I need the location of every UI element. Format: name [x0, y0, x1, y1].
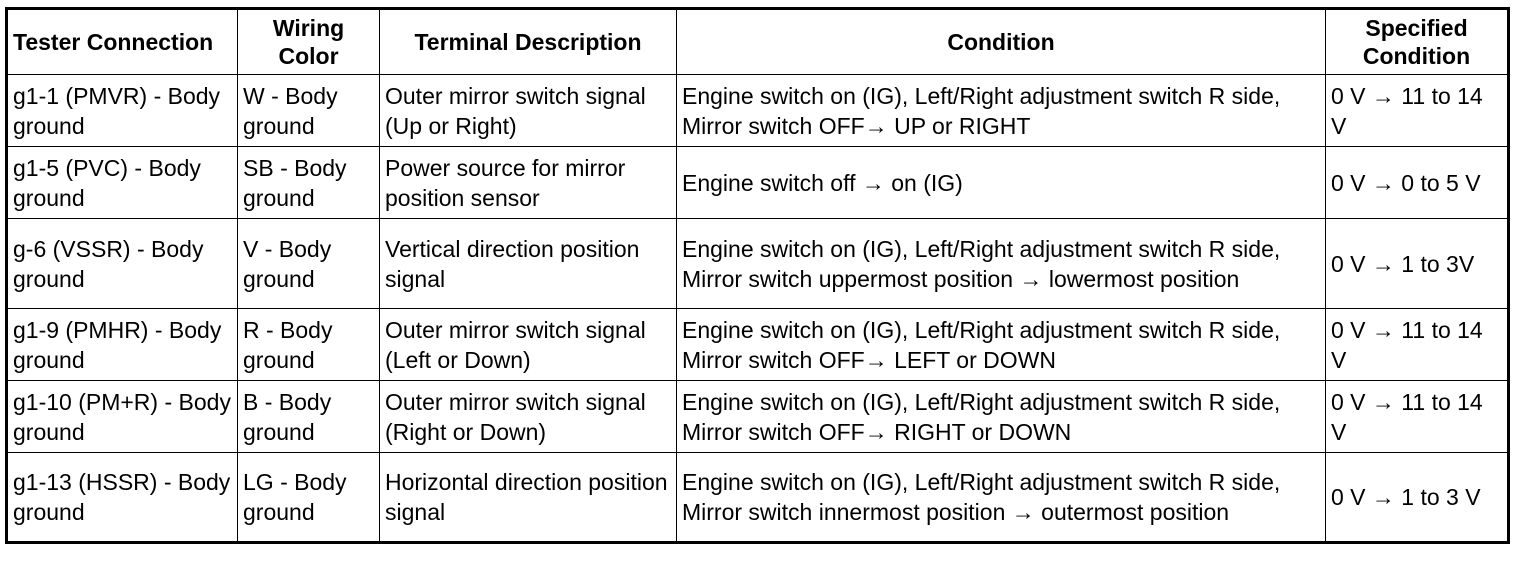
wiring-color-cell: W - Body ground	[237, 74, 380, 147]
specified-condition-cell: 0 V → 11 to 14 V	[1325, 380, 1509, 453]
header-specified-condition: Specified Condition	[1325, 8, 1509, 75]
wiring-color-cell: SB - Body ground	[237, 146, 380, 219]
table-row: g1-5 (PVC) - Body ground SB - Body groun…	[6, 146, 1509, 219]
table-row: g1-13 (HSSR) - Body ground LG - Body gro…	[6, 452, 1509, 543]
tester-connection-cell: g1-9 (PMHR) - Body ground	[6, 308, 238, 381]
tester-connection-cell: g1-10 (PM+R) - Body ground	[6, 380, 238, 453]
condition-cell: Engine switch on (IG), Left/Right adjust…	[676, 308, 1326, 381]
terminal-description-cell: Outer mirror switch signal (Up or Right)	[379, 74, 677, 147]
condition-cell: Engine switch on (IG), Left/Right adjust…	[676, 74, 1326, 147]
specified-condition-cell: 0 V → 0 to 5 V	[1325, 146, 1509, 219]
specified-condition-cell: 0 V → 1 to 3 V	[1325, 452, 1509, 543]
wiring-color-cell: R - Body ground	[237, 308, 380, 381]
condition-cell: Engine switch on (IG), Left/Right adjust…	[676, 380, 1326, 453]
table-header-row: Tester Connection Wiring Color Terminal …	[6, 8, 1509, 75]
terminal-inspection-table: Tester Connection Wiring Color Terminal …	[5, 7, 1510, 544]
terminal-description-cell: Power source for mirror position sensor	[379, 146, 677, 219]
wiring-color-cell: V - Body ground	[237, 218, 380, 309]
tester-connection-cell: g-6 (VSSR) - Body ground	[6, 218, 238, 309]
header-terminal-description: Terminal Description	[379, 8, 677, 75]
specified-condition-cell: 0 V → 11 to 14 V	[1325, 74, 1509, 147]
terminal-description-cell: Vertical direction position signal	[379, 218, 677, 309]
header-wiring-color: Wiring Color	[237, 8, 380, 75]
wiring-color-cell: B - Body ground	[237, 380, 380, 453]
header-tester-connection: Tester Connection	[6, 8, 238, 75]
header-condition: Condition	[676, 8, 1326, 75]
table-row: g1-10 (PM+R) - Body ground B - Body grou…	[6, 380, 1509, 453]
specified-condition-cell: 0 V → 11 to 14 V	[1325, 308, 1509, 381]
tester-connection-cell: g1-13 (HSSR) - Body ground	[6, 452, 238, 543]
tester-connection-cell: g1-5 (PVC) - Body ground	[6, 146, 238, 219]
condition-cell: Engine switch off → on (IG)	[676, 146, 1326, 219]
terminal-description-cell: Horizontal direction position signal	[379, 452, 677, 543]
terminal-description-cell: Outer mirror switch signal (Right or Dow…	[379, 380, 677, 453]
wiring-color-cell: LG - Body ground	[237, 452, 380, 543]
tester-connection-cell: g1-1 (PMVR) - Body ground	[6, 74, 238, 147]
table-row: g1-1 (PMVR) - Body ground W - Body groun…	[6, 74, 1509, 147]
terminal-description-cell: Outer mirror switch signal (Left or Down…	[379, 308, 677, 381]
table-row: g1-9 (PMHR) - Body ground R - Body groun…	[6, 308, 1509, 381]
table-row: g-6 (VSSR) - Body ground V - Body ground…	[6, 218, 1509, 309]
condition-cell: Engine switch on (IG), Left/Right adjust…	[676, 452, 1326, 543]
specified-condition-cell: 0 V → 1 to 3V	[1325, 218, 1509, 309]
condition-cell: Engine switch on (IG), Left/Right adjust…	[676, 218, 1326, 309]
